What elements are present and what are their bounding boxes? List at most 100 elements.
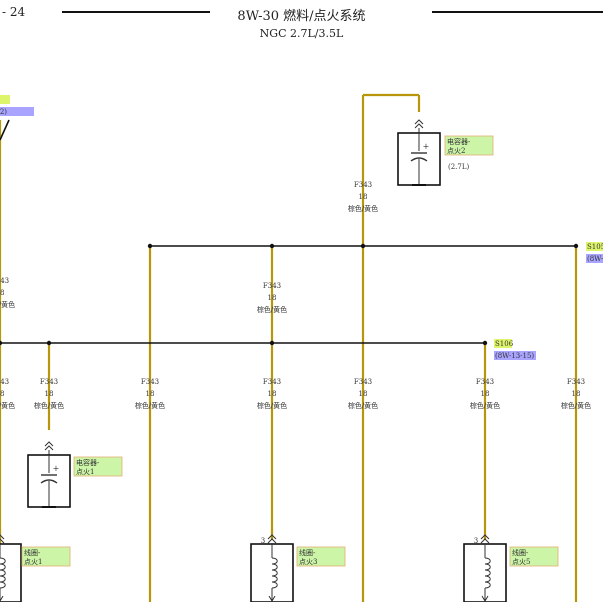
wire-circuit-label: F343 (0, 378, 9, 386)
wire-gauge-label: 18 (0, 289, 4, 297)
connector-icon (0, 538, 5, 544)
component-label-line2: 点火3 (299, 558, 317, 566)
component-label-line2: 点火1 (24, 558, 42, 566)
wire-gauge-label: 18 (0, 390, 4, 398)
wire-gauge-label: 18 (45, 390, 54, 398)
coil-winding-icon (0, 557, 6, 589)
splice-id: S105 (587, 243, 603, 251)
header-rule-left (62, 11, 210, 13)
wires-layer (0, 93, 578, 602)
coil-5-label: 线圈-点火5 (509, 546, 559, 567)
components-layer: + +3 3 (0, 119, 507, 602)
splice-dot (269, 243, 275, 249)
capacitor-2-label: 电容器-点火2 (444, 135, 494, 156)
capacitor-1-label: 电容器-点火1 (73, 456, 123, 477)
splice-dot (573, 243, 579, 249)
wire-gauge-label: 18 (359, 390, 368, 398)
component-label-box (21, 546, 71, 567)
splice-id-box (494, 339, 512, 348)
arrow-down-icon (0, 595, 4, 602)
connector-icon (267, 538, 277, 544)
coil-winding-icon (484, 557, 491, 589)
capacitor-plus: + (423, 142, 430, 151)
connector-icon (480, 538, 490, 544)
coil-3-label: 线圈-点火3 (296, 546, 346, 567)
component-label-line1: 电容器- (76, 458, 100, 467)
coil-1 (0, 543, 22, 602)
connector-icon (44, 441, 54, 447)
component-label-box (296, 546, 346, 567)
wire-circuit-label: F343 (0, 277, 9, 285)
connector-icon (480, 534, 490, 540)
capacitor-2-note: (2.7L) (448, 163, 470, 171)
splice-dot (147, 243, 153, 249)
component-label-line2: 点火2 (447, 147, 465, 155)
splice-ref-box (494, 351, 536, 360)
arrow-down-icon (481, 595, 489, 602)
wire-color-label: 棕色/黄色 (0, 300, 15, 309)
header-rule-right (432, 11, 603, 13)
splice-s106: S106(8W-13-15) (494, 339, 536, 360)
connector-icon (0, 534, 5, 540)
labels-layer: 电容器-点火2(2.7L)电容器-点火1线圈-点火3线圈-点火5线圈-点火1F3… (0, 95, 603, 567)
component-label-line1: 线圈- (299, 548, 316, 557)
component-label-line1: 电容器- (447, 137, 471, 146)
splice-ref-box (586, 254, 603, 263)
capacitor-plate (40, 479, 58, 484)
splice-ref: (8W- (587, 255, 603, 263)
wire-color-label: 棕色/黄色 (470, 401, 500, 410)
wire-color-label: 棕色/黄色 (257, 305, 287, 314)
component-label-line1: 线圈- (24, 548, 41, 557)
coil-pin-number: 3 (474, 537, 478, 545)
page-title: 8W-30 燃料/点火系统 (237, 9, 366, 24)
wire-circuit-label: F343 (141, 378, 159, 386)
partial-connector-icon (0, 119, 10, 141)
wire-gauge-label: 18 (359, 193, 368, 201)
coil-1-label: 线圈-点火1 (21, 546, 71, 567)
capacitor-2: + (397, 128, 441, 186)
component-label-line2: 点火5 (512, 558, 530, 566)
wire-color-label: 棕色/黄色 (348, 204, 378, 213)
wire-circuit-label: F343 (354, 378, 372, 386)
wire-circuit-label: F343 (567, 378, 585, 386)
bus-layer (0, 243, 579, 346)
component-label-box (444, 135, 494, 156)
splice-dot (269, 340, 275, 346)
wire-gauge-label: 18 (268, 390, 277, 398)
wire-color-label: 棕色/黄色 (561, 401, 591, 410)
capacitor-plus: + (53, 464, 60, 473)
wire-circuit-label: F343 (263, 378, 281, 386)
component-label-box (509, 546, 559, 567)
component-label-box (73, 456, 123, 477)
wire-circuit-label: F343 (40, 378, 58, 386)
wire-gauge-label: 18 (481, 390, 490, 398)
splice-ref-box (0, 107, 34, 116)
coil-body (0, 543, 22, 602)
wire-circuit-label: F343 (476, 378, 494, 386)
wire-color-label: 棕色/黄色 (0, 401, 15, 410)
component-label-line1: 线圈- (512, 548, 529, 557)
capacitor-1: + (27, 450, 71, 508)
wire-circuit-label: F343 (263, 282, 281, 290)
wire-gauge-label: 18 (572, 390, 581, 398)
wire-color-label: 棕色/黄色 (348, 401, 378, 410)
page-number: - 24 (2, 5, 26, 19)
arrow-down-icon (268, 595, 276, 602)
connector-icon (267, 534, 277, 540)
splice-ref: (8W-13-15) (495, 352, 534, 360)
component-label-line2: 点火1 (76, 468, 94, 476)
wire-circuit-label: F343 (354, 181, 372, 189)
splice-s105-partial: S105 (8W- (586, 242, 603, 263)
capacitor-plate (410, 157, 428, 162)
coil-winding-icon (271, 557, 278, 589)
coil-3: 3 (250, 537, 294, 602)
splice-dot (46, 340, 52, 346)
wire-gauge-label: 18 (268, 294, 277, 302)
splice-left-partial: 10-2) (0, 95, 34, 116)
connector-icon (414, 123, 424, 129)
coil-pin-number: 3 (261, 537, 265, 545)
connector-icon (414, 119, 424, 125)
wire-color-label: 棕色/黄色 (257, 401, 287, 410)
splice-dot (360, 243, 366, 249)
